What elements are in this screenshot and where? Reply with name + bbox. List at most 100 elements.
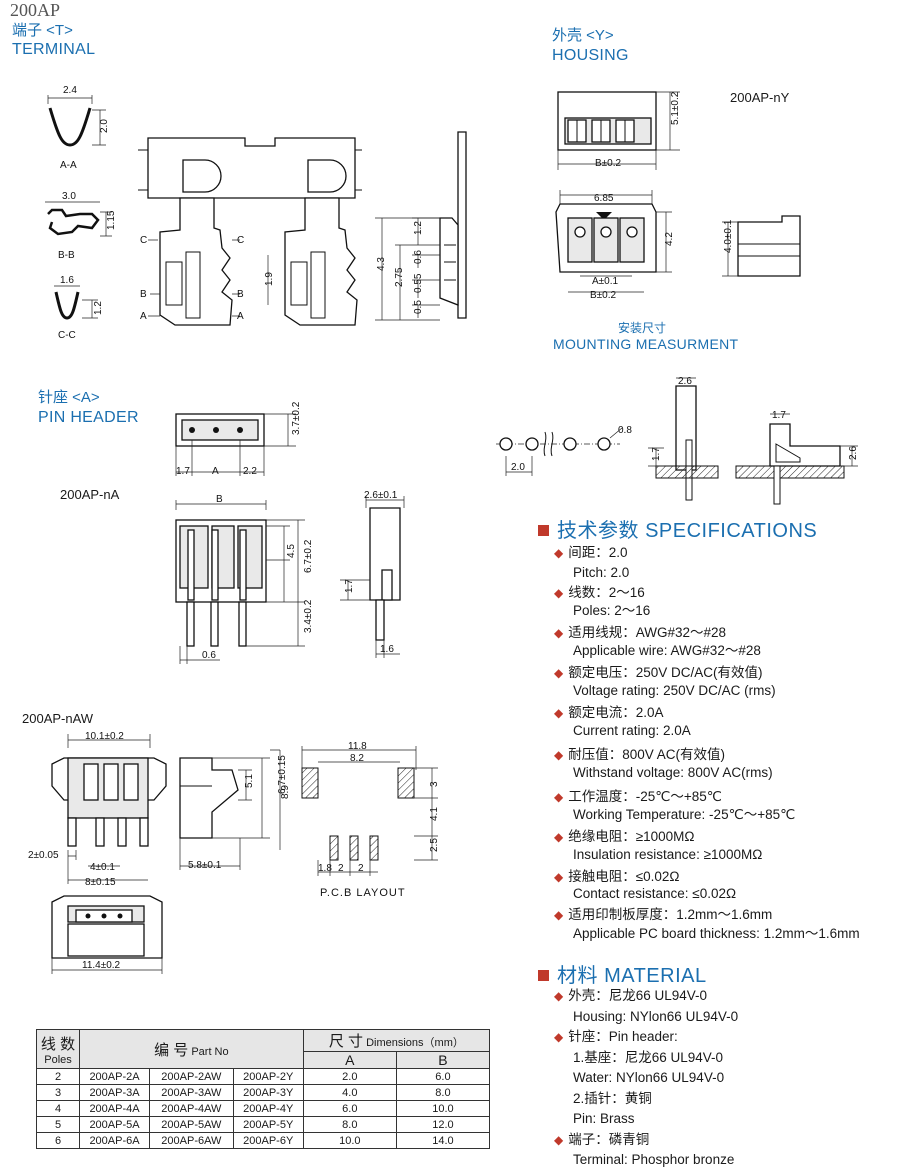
housing-side-view: 4.0±0.1	[722, 215, 801, 277]
table-cell: 2	[36, 1068, 80, 1085]
pin-header-aw-part: 200AP-nAW	[22, 711, 94, 726]
diamond-bullet-icon: ◆	[554, 989, 564, 1003]
terminal-section-bb: 3.0 1.15	[45, 191, 117, 237]
table-cell: 200AP-6A	[78, 1132, 151, 1149]
heading-bullet-icon	[538, 525, 549, 536]
mount-h17: 1.7	[651, 447, 662, 461]
aa-height-dim: 2.0	[99, 119, 110, 133]
table-cell: 200AP-5AW	[149, 1116, 234, 1133]
table-cell: 200AP-2AW	[149, 1068, 234, 1085]
terminal-section-aa: 2.4 2.0	[47, 85, 110, 147]
aw-top-view: 11.4±0.2	[51, 895, 163, 974]
section-cc-label: C-C	[58, 330, 76, 341]
aw-h67: 6.7±0.15	[277, 755, 288, 794]
spec-item-en: Applicable wire: AWG#32～#28	[573, 643, 761, 658]
mount-h26: 2.6	[848, 446, 859, 460]
terminal-h055: 0.55	[413, 273, 424, 293]
pcb-w118: 11.8	[348, 741, 367, 752]
pin-r22: 2.2	[243, 466, 257, 477]
table-cell: 2.0	[302, 1068, 397, 1085]
spec-item-cn: ◆工作温度：-25℃～+85℃	[554, 789, 722, 804]
material-line: 1.基座：尼龙66 UL94V-0	[573, 1049, 724, 1065]
spec-item-en: Voltage rating: 250V DC/AC (rms)	[573, 683, 776, 698]
terminal-h19: 1.9	[264, 272, 275, 286]
aw-d4: 4±0.1	[90, 862, 115, 873]
svg-text:C: C	[140, 235, 147, 246]
svg-text:A: A	[237, 311, 244, 322]
pcb-layout: 11.8 8.2 3 4.1 2.5 1.8 2 2	[301, 741, 440, 876]
pcb-h3: 3	[429, 781, 440, 787]
table-cell: 200AP-4A	[78, 1100, 151, 1117]
table-cell: 6.0	[395, 1068, 491, 1085]
pin-header-top-view: 3.7±0.2 1.7 A 2.2	[175, 401, 302, 477]
table-cell: 4.0	[302, 1084, 397, 1101]
table-cell: 4	[36, 1100, 80, 1117]
pin-header-a-part: 200AP-nA	[60, 487, 120, 502]
mounting-vertical-view: 2.6 1.7	[648, 376, 719, 501]
spec-item-cn: ◆间距：2.0	[554, 545, 628, 560]
terminal-h275: 2.75	[394, 267, 405, 287]
table-cell: 200AP-3Y	[232, 1084, 304, 1101]
pcb-h25: 2.5	[429, 838, 440, 852]
table-cell: 200AP-6AW	[149, 1132, 234, 1149]
col-part-cn: 编 号	[154, 1041, 189, 1059]
diamond-bullet-icon: ◆	[554, 870, 564, 884]
specifications-heading: 技术参数 SPECIFICATIONS	[538, 514, 817, 543]
spec-item-en: Current rating: 2.0A	[573, 723, 691, 738]
bb-width-dim: 3.0	[62, 191, 76, 202]
col-dim-en: Dimensions（mm）	[366, 1037, 464, 1049]
pin-h17: 1.7	[344, 579, 355, 593]
aw-w101: 10.1±0.2	[85, 731, 124, 742]
material-heading: 材料 MATERIAL	[538, 959, 707, 988]
mount-w17: 1.7	[772, 410, 786, 421]
col-poles-cn: 线 数	[40, 1035, 76, 1053]
aw-d8: 8±0.15	[85, 877, 116, 888]
table-cell: 3	[36, 1084, 80, 1101]
spec-item-en: Poles: 2～16	[573, 603, 651, 618]
spec-item-cn: ◆适用印制板厚度：1.2mm～1.6mm	[554, 907, 773, 922]
terminal-h06: 0.6	[413, 250, 424, 264]
table-cell: 200AP-2Y	[232, 1068, 304, 1085]
diamond-bullet-icon: ◆	[554, 830, 564, 844]
aw-w58: 5.8±0.1	[188, 860, 222, 871]
spec-item-en: Withstand voltage: 800V AC(rms)	[573, 765, 773, 780]
pcb-s18: 1.8	[318, 863, 332, 874]
pin-h37: 3.7±0.2	[291, 401, 302, 435]
aw-h89: 8.9	[280, 785, 291, 799]
table-cell: 12.0	[395, 1116, 491, 1133]
material-line: ◆针座：Pin header:	[554, 1029, 678, 1044]
pin-header-title-cn: 针座 <A>	[38, 389, 100, 406]
diamond-bullet-icon: ◆	[554, 586, 564, 600]
material-line: 2.插针：黄铜	[573, 1090, 652, 1106]
housing-title-en: HOUSING	[552, 47, 629, 64]
material-line: Water: NYlon66 UL94V-0	[573, 1070, 725, 1085]
mount-pitch: 2.0	[511, 462, 525, 473]
terminal-h43: 4.3	[376, 257, 387, 271]
svg-text:C: C	[237, 235, 244, 246]
table-cell: 200AP-6Y	[232, 1132, 304, 1149]
pin-header-side-view: 2.6±0.1 1.7 1.6	[340, 490, 405, 658]
table-cell: 200AP-3A	[78, 1084, 151, 1101]
housing-part-number: 200AP-nY	[730, 90, 790, 105]
material-line: Terminal: Phosphor bronze	[573, 1152, 735, 1167]
mounting-title-cn: 安装尺寸	[618, 321, 667, 335]
pin-b: B	[216, 494, 223, 505]
aw-side-view: 5.1 6.7±0.15 8.9 5.8±0.1	[179, 749, 291, 871]
aw-d2: 2±0.05	[28, 850, 59, 861]
diamond-bullet-icon: ◆	[554, 546, 564, 560]
pin-header-front-view: B 4.5 6.7±0.2 3.4±0.2 0.6	[175, 494, 314, 664]
housing-h42: 4.2	[664, 232, 675, 246]
material-line: Pin: Brass	[573, 1111, 635, 1126]
housing-h40: 4.0±0.1	[723, 219, 734, 253]
pin-w16: 1.6	[380, 644, 394, 655]
svg-text:A: A	[140, 311, 147, 322]
mounting-hole-layout: 2.0 0.8	[496, 425, 632, 476]
table-cell: 10.0	[302, 1132, 397, 1149]
pin-h67: 6.7±0.2	[303, 539, 314, 573]
col-part-en: Part No	[191, 1045, 229, 1058]
